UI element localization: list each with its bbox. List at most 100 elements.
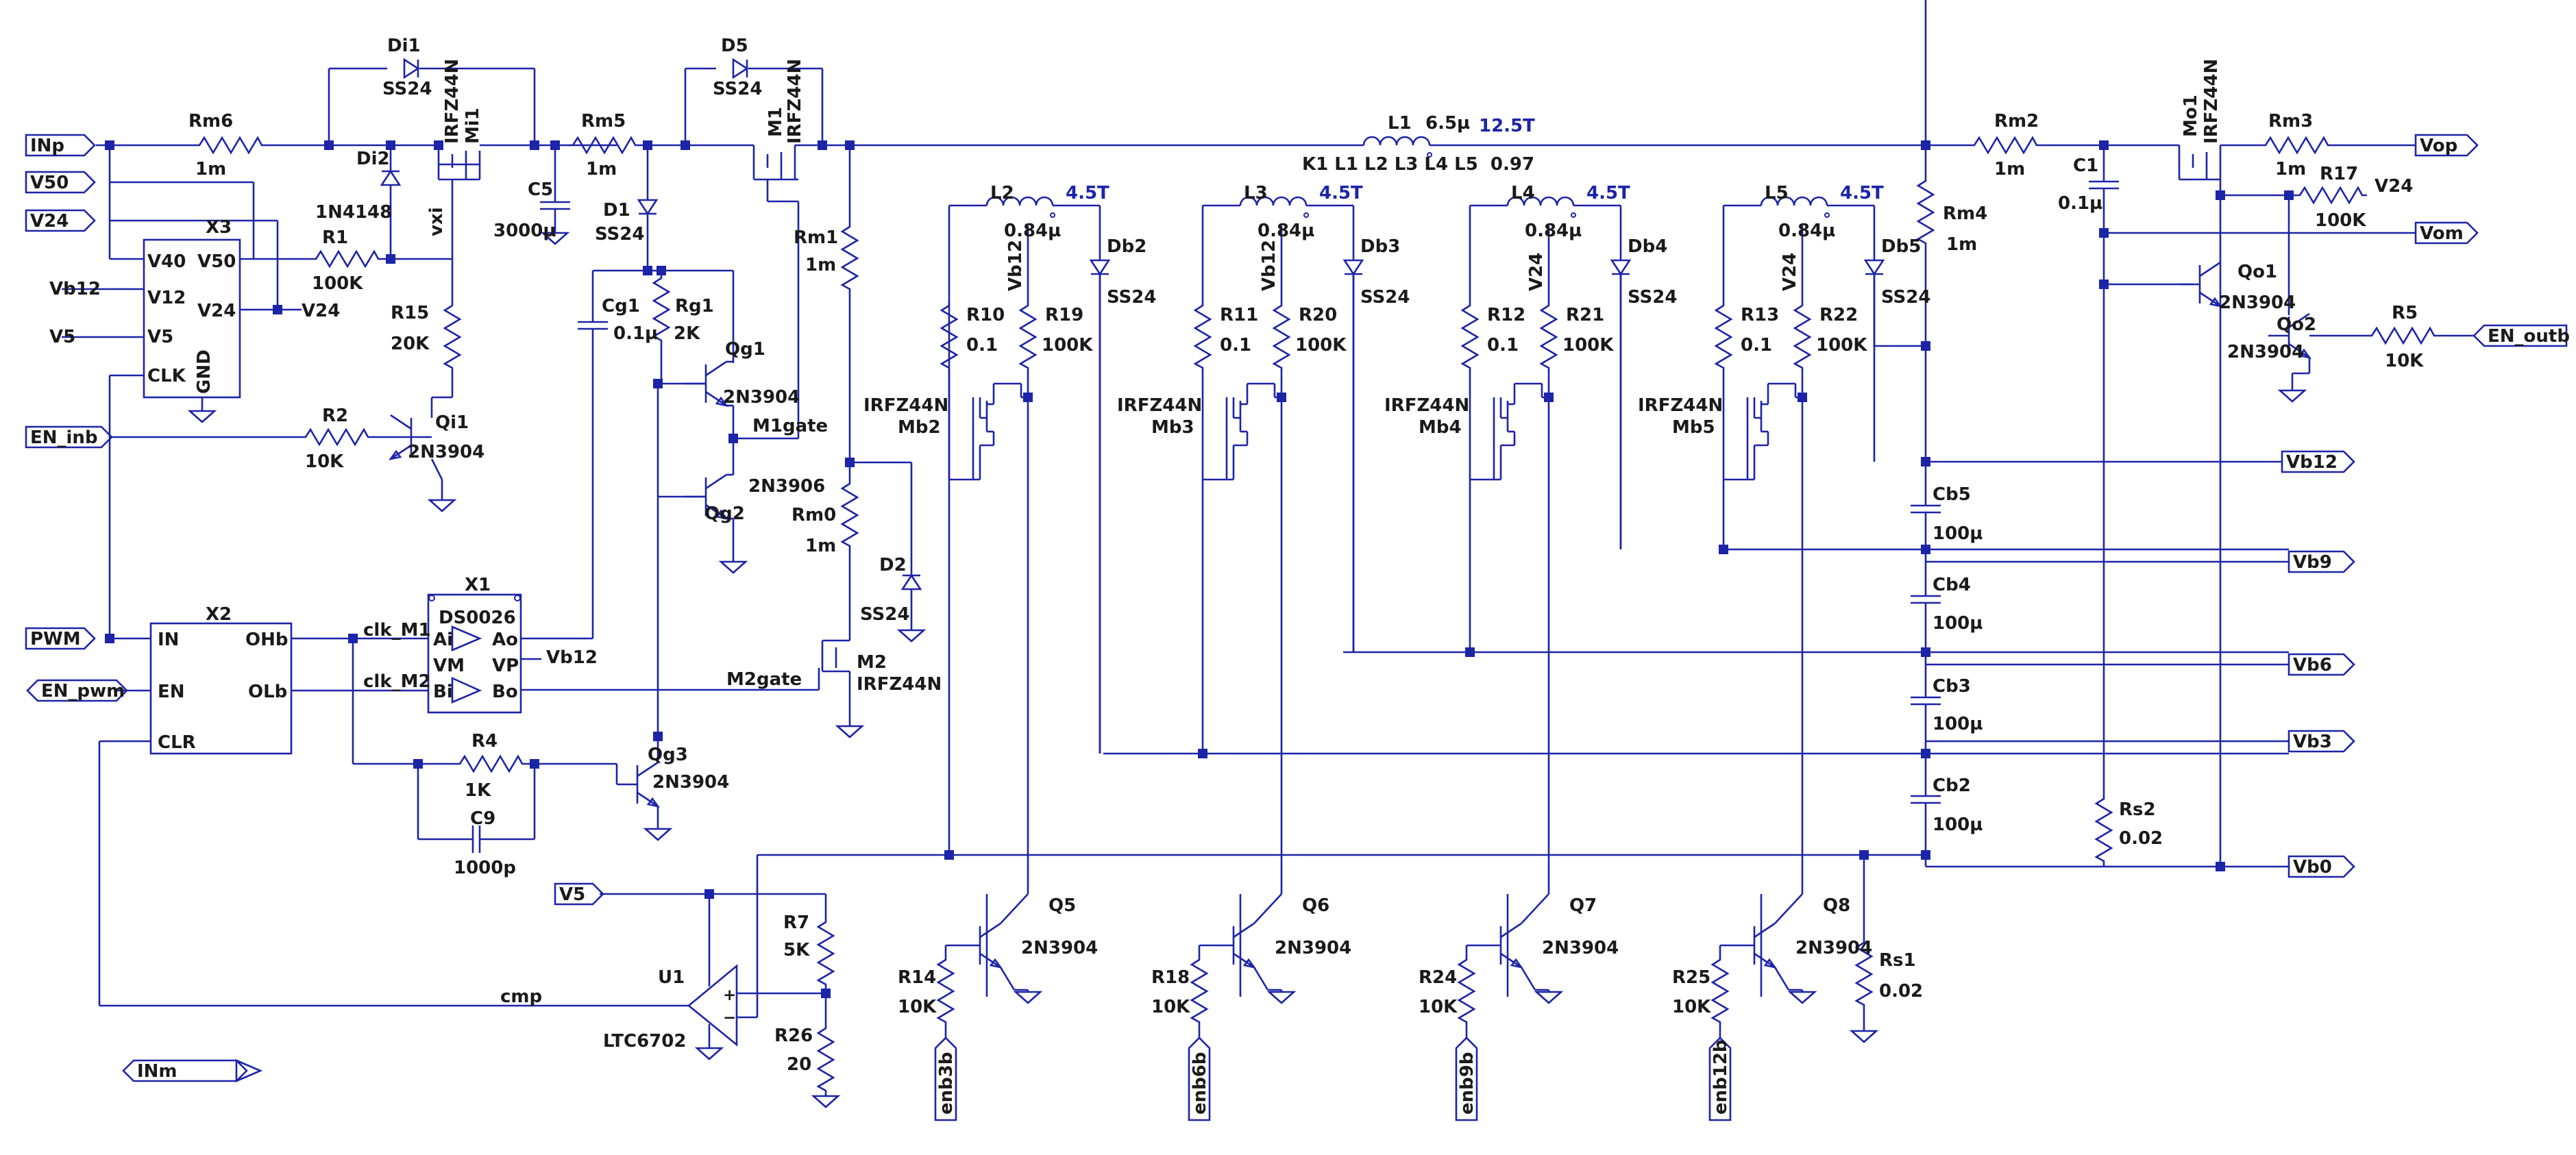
capacitor-C5 [539, 201, 572, 210]
turns-L1: 12.5T [1479, 116, 1535, 136]
turns-L2: 4.5T [1066, 183, 1109, 203]
label-M2: M2 [857, 652, 887, 673]
value-Qg1: 2N3904 [723, 387, 800, 408]
port-label-enb3b: enb3b [936, 1052, 957, 1115]
ground-icon [696, 1047, 723, 1060]
junction-dot [434, 140, 443, 150]
value-L4: 0.84µ [1525, 221, 1582, 241]
ground-icon [644, 828, 672, 841]
value-R24: 10K [1419, 997, 1458, 1017]
value-R7: 5K [783, 940, 810, 960]
port-V5 [554, 882, 604, 906]
capacitor-Cb2 [1909, 795, 1942, 804]
junction-dot [653, 379, 663, 388]
port-enb12b [1708, 1036, 1732, 1121]
resistor-R21 [1540, 300, 1558, 374]
pin-X3-V50: V50 [197, 251, 236, 272]
label-U1: U1 [658, 967, 685, 988]
label-Rs1: Rs1 [1879, 950, 1916, 971]
label-R5: R5 [2392, 303, 2418, 323]
port-EN-pwm-label: EN_pwm [41, 681, 125, 701]
value-Rm2: 1m [1994, 159, 2025, 179]
label-R24: R24 [1419, 967, 1457, 988]
transistor-Q7 [1479, 922, 1523, 969]
net-clk-M2: clk_M2 [363, 671, 431, 692]
junction-dot [944, 850, 954, 860]
value-R26: 20 [787, 1054, 811, 1075]
port-V24-label: V24 [30, 211, 69, 232]
label-Db4: Db4 [1628, 236, 1667, 257]
port-Vom [2414, 221, 2479, 245]
label-R11: R11 [1220, 305, 1258, 325]
value-Rm3: 1m [2275, 159, 2306, 179]
net-cmp: cmp [500, 986, 542, 1007]
value-R5: 10K [2385, 351, 2424, 371]
resistor-R25 [1711, 954, 1729, 1028]
port-label-enb12b: enb12b [1710, 1039, 1731, 1115]
label-D2: D2 [879, 555, 907, 575]
junction-dot [728, 434, 738, 443]
label-L3: L3 [1244, 183, 1268, 203]
label-Db5: Db5 [1881, 236, 1921, 257]
junction-dot [845, 458, 855, 467]
high-side-switch [521, 58, 925, 738]
label-X2: X2 [206, 604, 232, 625]
resistor-R12 [1461, 300, 1479, 374]
pwm-driver [98, 593, 689, 1007]
value-Mi1: IRFZ44N [442, 59, 463, 144]
value-R11: 0.1 [1220, 335, 1251, 356]
port-enb9b [1455, 1036, 1478, 1121]
resistor-Rm6 [194, 136, 268, 154]
label-Rm0: Rm0 [792, 505, 836, 525]
junction-dot [2099, 280, 2109, 289]
port-INm-arrow [122, 1059, 248, 1082]
label-Cb5: Cb5 [1933, 484, 1971, 505]
label-Qg3: Qg3 [648, 745, 688, 765]
label-R26: R26 [774, 1026, 813, 1046]
resistor-R17 [2294, 186, 2368, 204]
junction-dot [530, 140, 539, 150]
value-R21: 100K [1562, 335, 1614, 356]
label-R14: R14 [898, 967, 936, 988]
net-clk-M1: clk_M1 [363, 620, 431, 641]
label-Db2: Db2 [1107, 236, 1146, 257]
junction-dot [1277, 393, 1286, 402]
value-R25: 10K [1672, 997, 1711, 1017]
value-R18: 10K [1151, 997, 1190, 1017]
resistor-Rm3 [2260, 136, 2334, 154]
value-R15: 20K [391, 334, 430, 354]
label-Qi1: Qi1 [435, 412, 469, 433]
port-label-enb9b: enb9b [1457, 1052, 1477, 1115]
value-R14: 10K [898, 997, 937, 1017]
resistor-Rs2 [2095, 793, 2113, 867]
value-Cb2: 100µ [1933, 815, 1983, 835]
pin-X2-EN: EN [158, 682, 185, 702]
label-Mi1: Mi1 [463, 108, 483, 144]
label-R1: R1 [322, 227, 348, 248]
port-Vb6-label: Vb6 [2293, 655, 2332, 675]
junction-dot [653, 732, 663, 741]
value-M2: IRFZ44N [857, 674, 942, 695]
value-Q8: 2N3904 [1795, 938, 1872, 958]
junction-dot [643, 266, 652, 275]
label-Rg1: Rg1 [675, 296, 714, 316]
value-U1: LTC6702 [603, 1031, 686, 1052]
transistor-Qg1 [684, 360, 728, 407]
label-Cb2: Cb2 [1933, 775, 1971, 796]
junction-dot [1023, 393, 1033, 402]
value-Mb4: IRFZ44N [1384, 395, 1469, 416]
port-Vb3-label: Vb3 [2293, 732, 2332, 752]
label-Di2: Di2 [356, 149, 390, 169]
junction-dot [2099, 228, 2109, 238]
diode-D2 [901, 574, 922, 591]
value-Cb3: 100µ [1933, 714, 1983, 734]
junction-dot [324, 140, 334, 150]
ground-icon [428, 499, 456, 512]
port-enb6b [1188, 1036, 1211, 1121]
value-M1: IRFZ44N [785, 59, 805, 144]
value-R4: 1K [465, 780, 491, 801]
capacitor-C9 [471, 824, 481, 854]
coupling-K1: K1 L1 L2 L3 L4 L5 0.97 [1302, 154, 1534, 175]
capacitor-C1 [2087, 180, 2120, 190]
port-Vb9-label: Vb9 [2293, 552, 2332, 573]
